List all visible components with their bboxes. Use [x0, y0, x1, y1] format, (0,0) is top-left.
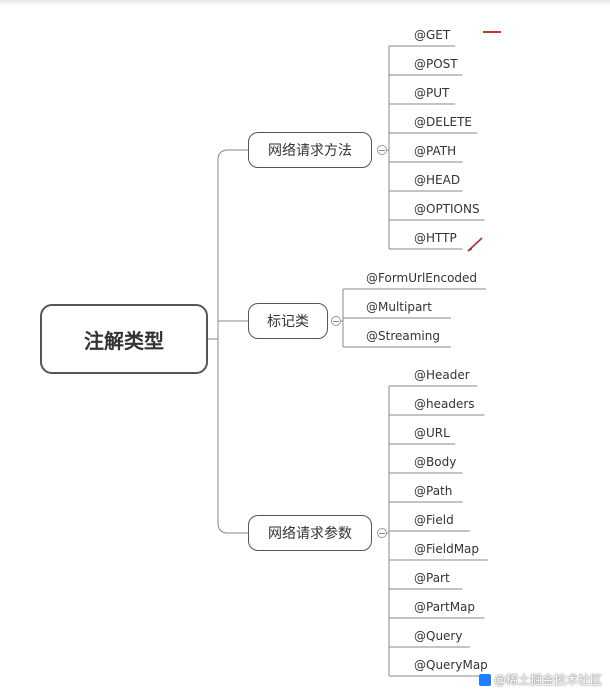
- leaf-field[interactable]: @Field: [414, 513, 454, 527]
- leaf-put[interactable]: @PUT: [414, 86, 450, 100]
- collapse-toggle-params[interactable]: [377, 528, 387, 538]
- leaf-part[interactable]: @Part: [414, 571, 450, 585]
- leaf-fieldmap[interactable]: @FieldMap: [414, 542, 480, 556]
- branch-marker-label: 标记类: [267, 314, 309, 330]
- leaf-formurlencoded[interactable]: @FormUrlEncoded: [366, 271, 478, 285]
- leaf-head[interactable]: @HEAD: [414, 173, 461, 187]
- leaf-delete[interactable]: @DELETE: [414, 115, 473, 129]
- leaf-query[interactable]: @Query: [414, 629, 463, 643]
- leaf-path[interactable]: @PATH: [414, 144, 457, 158]
- leaf-querymap[interactable]: @QueryMap: [414, 658, 488, 672]
- connector-to-params: [217, 522, 248, 534]
- root-label: 注解类型: [84, 328, 164, 353]
- leaf-path[interactable]: @Path: [414, 484, 453, 498]
- leaf-headers[interactable]: @headers: [414, 397, 475, 411]
- connector-to-method: [217, 149, 248, 161]
- leaf-http[interactable]: @HTTP: [414, 231, 457, 245]
- branch-method[interactable]: 网络请求方法: [248, 132, 372, 168]
- top-shade: [0, 0, 610, 6]
- leaf-post[interactable]: @POST: [414, 57, 458, 71]
- collapse-toggle-marker[interactable]: [331, 316, 341, 326]
- leaf-streaming[interactable]: @Streaming: [366, 329, 440, 343]
- pen-cursor-icon: [467, 237, 483, 252]
- watermark-text: @稀土掘金技术社区: [493, 673, 602, 687]
- leaf-partmap[interactable]: @PartMap: [414, 600, 476, 614]
- branch-method-label: 网络请求方法: [268, 143, 352, 159]
- red-mark: [483, 31, 501, 33]
- branch-params[interactable]: 网络请求参数: [248, 515, 372, 551]
- leaf-multipart[interactable]: @Multipart: [366, 300, 432, 314]
- collapse-toggle-method[interactable]: [377, 145, 387, 155]
- juejin-logo-icon: [478, 673, 491, 686]
- leaf-options[interactable]: @OPTIONS: [414, 202, 480, 216]
- leaf-header[interactable]: @Header: [414, 368, 470, 382]
- leaf-body[interactable]: @Body: [414, 455, 457, 469]
- leaf-url[interactable]: @URL: [414, 426, 450, 440]
- leaf-get[interactable]: @GET: [414, 28, 451, 42]
- watermark: @稀土掘金技术社区: [478, 671, 602, 688]
- branch-params-label: 网络请求参数: [268, 526, 352, 542]
- branch-marker[interactable]: 标记类: [248, 303, 328, 339]
- root-node[interactable]: 注解类型: [40, 304, 208, 374]
